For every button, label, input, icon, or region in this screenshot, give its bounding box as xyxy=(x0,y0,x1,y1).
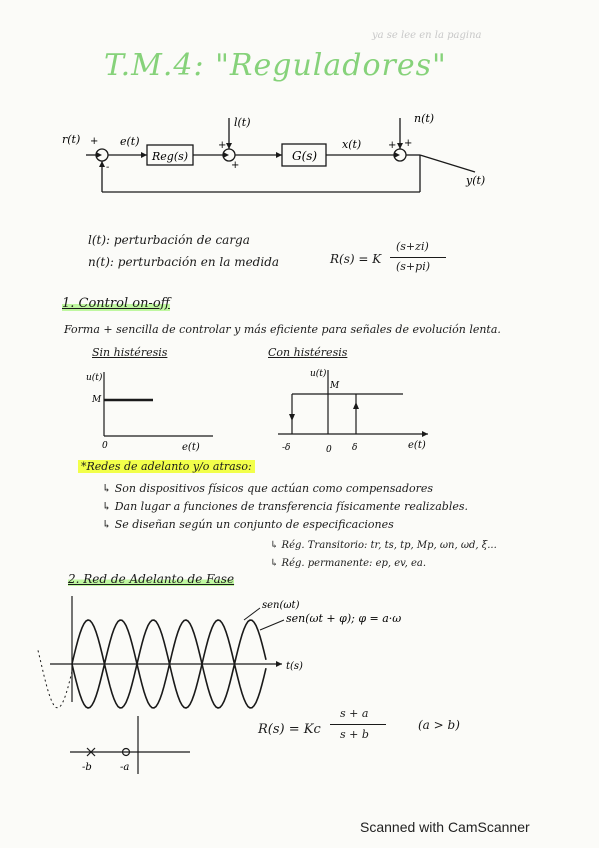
dashed-sine-curve xyxy=(37,650,73,709)
arrow-head-icon xyxy=(394,152,400,158)
minus-sign: - xyxy=(106,162,110,173)
x-axis-label: e(t) xyxy=(182,442,200,453)
time-axis-label: t(s) xyxy=(286,661,303,672)
arrow-head-icon xyxy=(226,143,232,149)
controller-block-label: Reg(s) xyxy=(151,150,188,163)
level-label-m: M xyxy=(329,381,340,391)
section-heading-lead: 2. Red de Adelanto de Fase xyxy=(68,572,235,586)
label-disturbance: l(t) xyxy=(234,116,251,129)
plus-sign: + xyxy=(90,136,98,147)
regulator-formula-denominator: (s+pi) xyxy=(396,260,431,273)
pole-zero-plot: -b -a xyxy=(70,716,190,774)
plus-sign: + xyxy=(231,160,239,171)
noise-definition: n(t): perturbación en la medida xyxy=(88,255,280,269)
block-diagram: r(t) + - e(t) Reg(s) l(t) + + G(s) x(t) … xyxy=(62,112,485,193)
section-heading-on-off: 1. Control on-off xyxy=(62,296,170,311)
plus-sign: + xyxy=(388,140,396,151)
label-output: y(t) xyxy=(465,174,485,187)
regulator-formula-lhs: R(s) = K xyxy=(330,252,382,266)
redes-item-1: ↳ Son dispositivos físicos que actúan co… xyxy=(102,482,434,495)
arrow-down-icon xyxy=(289,414,295,421)
left-graph-title: Sin histéresis xyxy=(92,346,168,359)
fraction-bar xyxy=(390,257,446,258)
pole-label: -b xyxy=(82,762,92,773)
on-off-graph-no-hysteresis: u(t) M 0 e(t) xyxy=(86,372,213,453)
arrow-head-icon xyxy=(276,152,282,158)
arrow-right-icon xyxy=(422,431,428,437)
redes-item-3: ↳ Se diseñan según un conjunto de especi… xyxy=(102,518,394,531)
level-label-m: M xyxy=(91,395,102,405)
neg-delta-label: -δ xyxy=(282,443,290,453)
spec-permanente: ↳ Rég. permanente: ep, ev, ea. xyxy=(270,558,427,569)
lead-network-formula-lhs: R(s) = Kc xyxy=(258,722,321,737)
page-title: T.M.4: "Reguladores" xyxy=(104,48,447,83)
arrow-head-icon xyxy=(223,152,229,158)
label-error: e(t) xyxy=(120,135,140,148)
arrow-head-icon xyxy=(96,152,102,158)
sine-wave-plot: sen(ωt) sen(ωt + φ); φ = a·ω t(s) xyxy=(37,596,401,709)
regulator-formula-numerator: (s+zi) xyxy=(396,240,429,253)
pointer-line xyxy=(259,619,285,631)
right-graph-title: Con histéresis xyxy=(268,346,348,359)
fraction-bar xyxy=(330,724,386,725)
redes-item-2: ↳ Dan lugar a funciones de transferencia… xyxy=(102,500,468,513)
origin-label: 0 xyxy=(102,441,108,451)
origin-label: 0 xyxy=(326,445,332,455)
on-off-graph-hysteresis: u(t) M -δ 0 δ e(t) xyxy=(278,368,428,455)
plus-sign: + xyxy=(218,140,226,151)
zero-label: -a xyxy=(120,762,129,773)
disturbance-definition: l(t): perturbación de carga xyxy=(88,233,250,247)
y-axis-label: u(t) xyxy=(310,368,327,379)
label-input: r(t) xyxy=(62,133,80,146)
label-noise: n(t) xyxy=(414,112,434,125)
shifted-sine-curve xyxy=(71,619,267,709)
top-faint-note: ya se lee en la pagina xyxy=(372,30,482,41)
lead-network-condition: (a > b) xyxy=(418,718,460,732)
arrow-head-icon xyxy=(99,161,105,167)
plus-sign: + xyxy=(404,138,412,149)
x-axis-label: e(t) xyxy=(408,440,426,451)
lead-network-numerator: s + a xyxy=(340,707,369,720)
lead-network-denominator: s + b xyxy=(340,728,369,741)
scanner-watermark: Scanned with CamScanner xyxy=(360,819,530,835)
label-plant-out: x(t) xyxy=(342,138,361,151)
arrow-head-icon xyxy=(397,143,403,149)
pointer-line xyxy=(243,607,261,621)
y-axis-label: u(t) xyxy=(86,372,103,383)
sin-label: sen(ωt) xyxy=(262,600,300,611)
arrow-up-icon xyxy=(353,402,359,409)
arrow-right-icon xyxy=(276,661,282,667)
spec-transitorio: ↳ Rég. Transitorio: tr, ts, tp, Mp, ωn, … xyxy=(270,540,497,551)
plant-block-label: G(s) xyxy=(292,149,317,163)
arrow-head-icon xyxy=(141,152,147,158)
sin-shift-label: sen(ωt + φ); φ = a·ω xyxy=(286,612,401,625)
redes-heading: *Redes de adelanto y/o atraso: xyxy=(78,460,255,473)
section-description: Forma + sencilla de controlar y más efic… xyxy=(64,323,501,336)
pos-delta-label: δ xyxy=(352,443,357,453)
